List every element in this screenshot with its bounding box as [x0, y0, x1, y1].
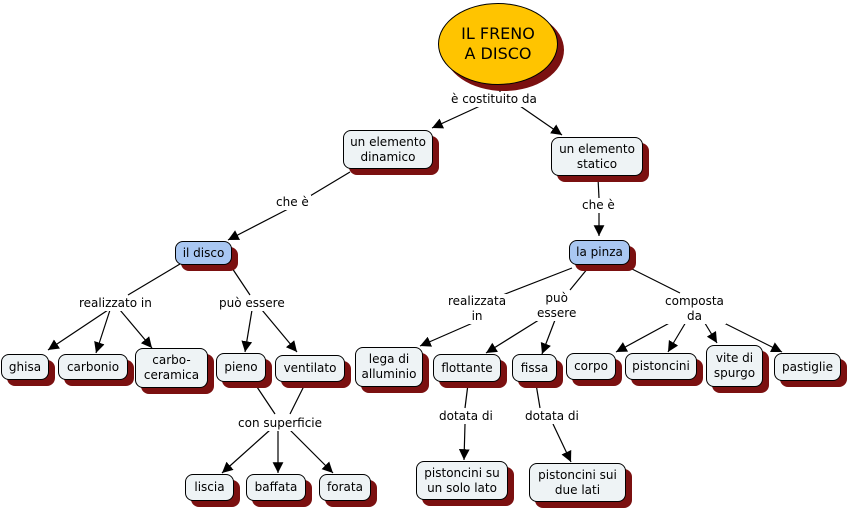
node-ventilato[interactable]: ventilato	[275, 355, 345, 382]
node-pastiglie[interactable]: pastiglie	[774, 353, 841, 381]
node-pistoncini-un-solo-lato[interactable]: pistoncini su un solo lato	[416, 461, 508, 500]
node-vite-di-spurgo[interactable]: vite di spurgo	[706, 345, 763, 387]
link-label-che-e-dinamico: che è	[274, 195, 311, 210]
node-corpo[interactable]: corpo	[566, 353, 616, 380]
link-label-puo-essere-disco: può essere	[217, 296, 287, 311]
node-carbonio[interactable]: carbonio	[58, 354, 128, 380]
node-baffata[interactable]: baffata	[246, 474, 306, 501]
link-label-realizzato-in: realizzato in	[77, 296, 154, 311]
node-la-pinza[interactable]: la pinza	[569, 240, 630, 265]
node-ghisa[interactable]: ghisa	[1, 354, 49, 380]
link-label-puo-essere-pinza: può essere	[535, 291, 579, 321]
node-pistoncini[interactable]: pistoncini	[625, 353, 697, 380]
link-label-realizzata-in: realizzata in	[446, 294, 509, 324]
link-label-dotata-di-flottante: dotata di	[437, 409, 495, 424]
node-carbo-ceramica[interactable]: carbo- ceramica	[135, 348, 208, 388]
link-label-che-e-statico: che è	[580, 198, 617, 213]
link-label-costituito-da: è costituito da	[449, 92, 539, 107]
root-concept-il-freno-a-disco[interactable]: IL FRENO A DISCO	[438, 3, 558, 85]
node-flottante[interactable]: flottante	[433, 354, 501, 382]
node-liscia[interactable]: liscia	[185, 474, 234, 501]
node-lega-di-alluminio[interactable]: lega di alluminio	[355, 347, 423, 387]
node-forata[interactable]: forata	[319, 474, 371, 501]
node-pistoncini-due-lati[interactable]: pistoncini sui due lati	[529, 463, 626, 502]
link-label-dotata-di-fissa: dotata di	[523, 409, 581, 424]
link-label-composta-da: composta da	[663, 294, 726, 324]
node-pieno[interactable]: pieno	[216, 353, 266, 382]
node-elemento-dinamico[interactable]: un elemento dinamico	[343, 130, 433, 169]
node-elemento-statico[interactable]: un elemento statico	[551, 137, 643, 176]
node-fissa[interactable]: fissa	[512, 354, 557, 382]
link-label-con-superficie: con superficie	[236, 416, 325, 431]
node-il-disco[interactable]: il disco	[175, 241, 232, 265]
